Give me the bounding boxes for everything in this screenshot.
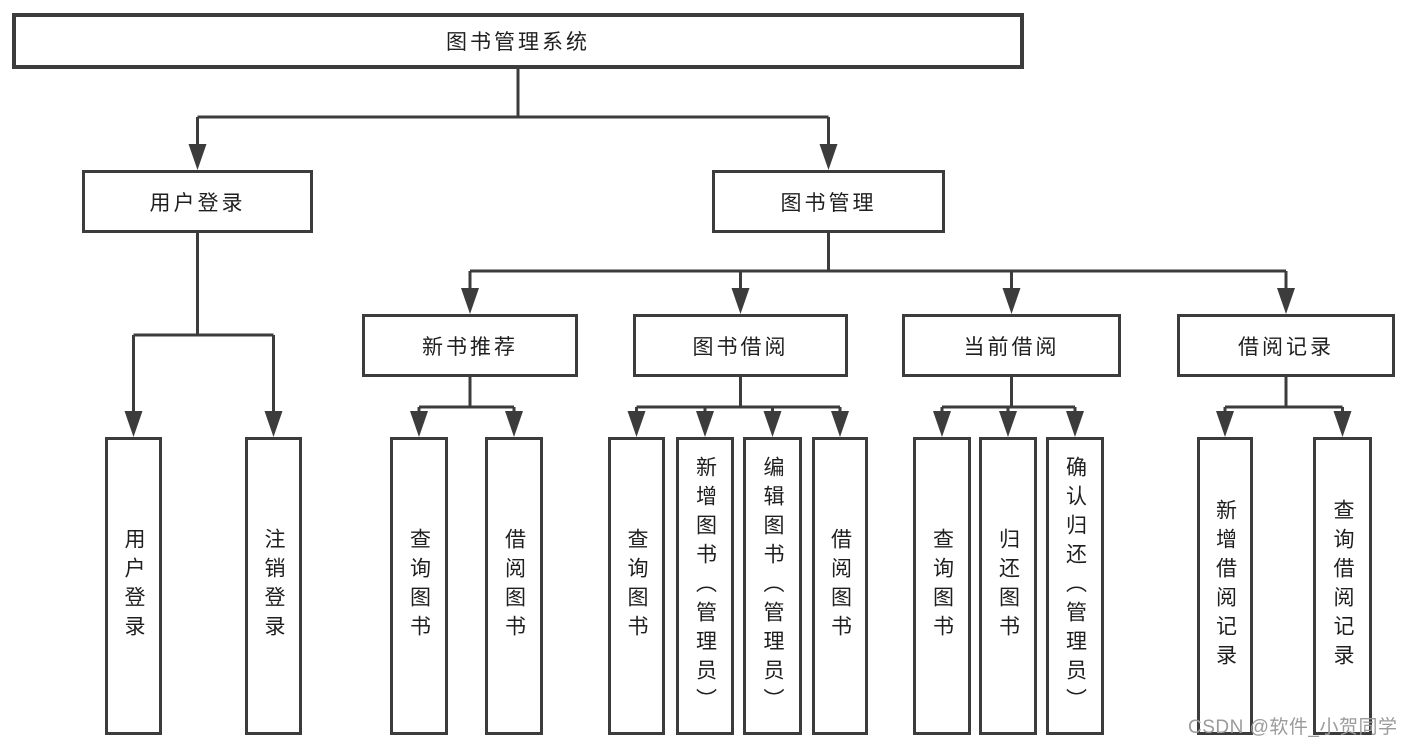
leaf-recommend-query-books-label: 查询图书 (407, 528, 431, 644)
leaf-return-books-label: 归还图书 (996, 528, 1020, 644)
leaf-add-borrow-record-label: 新增借阅记录 (1213, 499, 1237, 673)
node-book-borrow-label: 图书借阅 (692, 335, 789, 359)
csdn-watermark: CSDN @软件_小贺同学 (1188, 717, 1398, 738)
leaf-borrow-query-books-label: 查询图书 (625, 528, 648, 644)
node-user-login: 用户登录 (82, 170, 313, 233)
connector-book-borrow-children (627, 377, 849, 437)
connector-current-borrow-children (933, 377, 1084, 437)
leaf-current-query-books: 查询图书 (913, 437, 971, 735)
leaf-recommend-borrow-books-label: 借阅图书 (502, 528, 526, 644)
leaf-confirm-return-admin: 确认归还（管理员） (1046, 437, 1104, 735)
node-borrow-records-label: 借阅记录 (1238, 335, 1334, 359)
leaf-add-borrow-record: 新增借阅记录 (1197, 437, 1253, 735)
leaf-logout: 注销登录 (245, 437, 302, 735)
leaf-user-login: 用户登录 (105, 437, 162, 735)
leaf-current-query-books-label: 查询图书 (930, 528, 954, 644)
node-new-book-recommend: 新书推荐 (362, 314, 578, 377)
leaf-query-borrow-record-label: 查询借阅记录 (1331, 499, 1354, 673)
leaf-add-books-admin: 新增图书（管理员） (676, 437, 734, 735)
leaf-recommend-query-books: 查询图书 (390, 437, 448, 735)
node-book-management: 图书管理 (712, 170, 945, 233)
connector-borrow-records-children (1216, 377, 1352, 437)
leaf-confirm-return-admin-label: 确认归还（管理员） (1063, 455, 1087, 717)
connector-root-to-level2 (188, 69, 838, 170)
connector-user-login-children (124, 233, 283, 437)
node-root-system-label: 图书管理系统 (446, 31, 590, 54)
node-book-borrow: 图书借阅 (633, 314, 848, 377)
node-current-borrow-label: 当前借阅 (963, 335, 1060, 359)
leaf-borrow-books-label: 借阅图书 (828, 528, 852, 644)
leaf-edit-books-admin: 编辑图书（管理员） (743, 437, 802, 735)
node-book-management-label: 图书管理 (780, 191, 877, 215)
leaf-logout-label: 注销登录 (262, 528, 285, 644)
connector-book-management-children (461, 233, 1295, 314)
leaf-recommend-borrow-books: 借阅图书 (485, 437, 543, 735)
node-current-borrow: 当前借阅 (902, 314, 1121, 377)
leaf-add-books-admin-label: 新增图书（管理员） (693, 455, 717, 717)
connector-new-book-recommend-children (410, 377, 523, 437)
node-new-book-recommend-label: 新书推荐 (422, 335, 518, 359)
node-user-login-label: 用户登录 (149, 191, 246, 215)
leaf-user-login-label: 用户登录 (122, 528, 145, 644)
leaf-return-books: 归还图书 (979, 437, 1037, 735)
node-borrow-records: 借阅记录 (1177, 314, 1395, 377)
leaf-edit-books-admin-label: 编辑图书（管理员） (761, 455, 784, 717)
leaf-query-borrow-record: 查询借阅记录 (1313, 437, 1372, 735)
node-root-system: 图书管理系统 (12, 13, 1024, 69)
leaf-borrow-query-books: 查询图书 (608, 437, 665, 735)
leaf-borrow-books: 借阅图书 (812, 437, 868, 735)
